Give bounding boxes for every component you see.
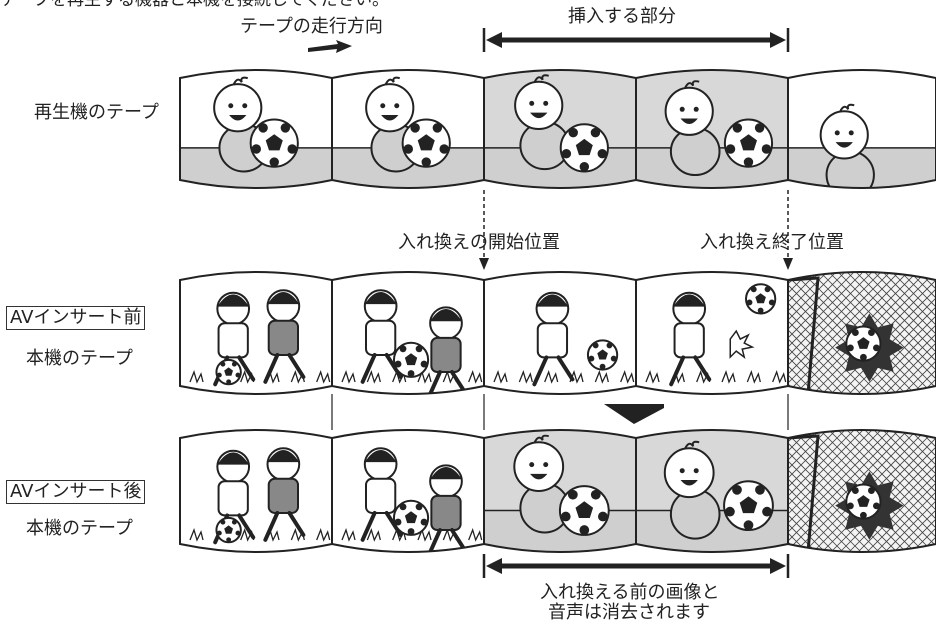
baby-figure <box>819 103 875 188</box>
result-down-arrow-icon <box>604 404 664 424</box>
camera-tape-label-before: 本機のテープ <box>26 348 133 369</box>
replace-end-marker <box>783 190 793 270</box>
frame-players-chase-ball <box>331 271 485 395</box>
player-tape-strip <box>179 69 936 189</box>
soccer-ball-icon <box>392 499 430 536</box>
soccer-ball-icon <box>215 516 242 544</box>
soccer-ball-icon <box>392 341 430 378</box>
tape-direction-label: テープの走行方向 <box>240 16 383 37</box>
soccer-ball-icon <box>249 118 299 168</box>
replace-start-marker <box>479 190 489 270</box>
soccer-ball-icon <box>845 325 882 362</box>
baby-figure <box>213 76 299 173</box>
replace-end-label: 入れ換え終了位置 <box>700 232 844 253</box>
intro-text: テープを再生する機器と本機を接続してください。 <box>0 0 389 10</box>
insert-section-label: 挿入する部分 <box>568 6 676 27</box>
soccer-ball-icon <box>845 483 882 520</box>
frame-baby-falling-back <box>635 69 789 189</box>
soccer-player-figures <box>341 289 483 394</box>
av-insert-after-label: AVインサート後 <box>6 480 146 504</box>
soccer-ball-icon <box>558 485 610 536</box>
goal-net <box>788 272 936 394</box>
goal-net <box>788 430 936 552</box>
frame-players-chase-ball <box>331 429 485 553</box>
baby-figure <box>513 434 610 536</box>
frame-baby-hugging-ball <box>331 69 485 189</box>
frame-player-kicking <box>483 271 637 395</box>
insert-section-span-arrow <box>482 28 790 52</box>
frame-ball-in-goal-net <box>787 429 936 553</box>
baby-figure <box>514 74 609 173</box>
camera-tape-before-strip <box>179 271 936 395</box>
soccer-ball-icon <box>586 339 619 371</box>
erase-note-line1: 入れ換える前の画像と <box>540 582 720 603</box>
soccer-ball-icon <box>215 358 242 386</box>
direction-arrow-icon <box>308 40 352 53</box>
frame-player-shooting <box>635 271 789 395</box>
replaced-section-span-arrow <box>482 554 790 578</box>
soccer-ball-icon <box>745 283 777 315</box>
frame-baby-kicking-ball <box>483 429 637 553</box>
frame-baby-crying-on-ground <box>787 69 936 189</box>
baby-figure <box>664 80 774 177</box>
frame-baby-falling-back <box>635 429 789 553</box>
baby-figure <box>365 76 451 173</box>
soccer-player-figures <box>645 283 787 387</box>
soccer-player-figures <box>189 447 331 545</box>
av-insert-before-label: AVインサート前 <box>6 306 146 330</box>
frame-baby-holding-ball <box>179 69 333 189</box>
frame-players-tackle <box>179 429 333 553</box>
camera-tape-after-strip <box>179 429 936 553</box>
frame-ball-in-goal-net <box>787 271 936 395</box>
soccer-ball-icon <box>723 118 774 168</box>
annotation-arrows <box>308 28 793 578</box>
soccer-player-figures <box>189 289 331 387</box>
soccer-player-figures <box>341 447 483 552</box>
camera-tape-label-after: 本機のテープ <box>26 518 133 539</box>
baby-figure <box>663 440 774 540</box>
soccer-ball-icon <box>559 123 609 173</box>
soccer-player-figures <box>493 291 635 387</box>
soccer-ball-icon <box>723 480 774 532</box>
frame-players-tackle <box>179 271 333 395</box>
soccer-ball-icon <box>401 118 451 168</box>
player-tape-label: 再生機のテープ <box>34 102 159 123</box>
frame-baby-kicking-ball <box>483 69 637 189</box>
replace-start-label: 入れ換えの開始位置 <box>398 232 560 253</box>
erase-note-line2: 音声は消去されます <box>548 602 710 623</box>
